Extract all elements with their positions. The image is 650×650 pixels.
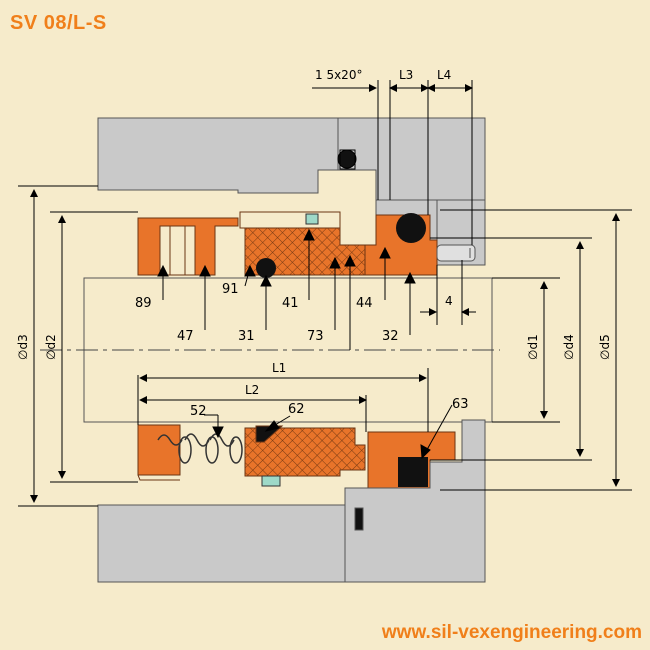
l4-label: L4 <box>437 68 451 82</box>
part-91-label: 91 <box>222 282 239 297</box>
part-52-label: 52 <box>190 404 207 419</box>
chamfer-label: 1 5x20° <box>315 68 362 82</box>
drawing-title: SV 08/L-S <box>10 12 107 34</box>
diameter-dimensions <box>18 185 632 507</box>
d5-label: ∅d5 <box>598 334 612 360</box>
d1-label: ∅d1 <box>526 334 540 360</box>
part-62-label: 62 <box>288 402 305 417</box>
lower-seal-assembly <box>137 424 456 489</box>
l2-label: L2 <box>245 383 259 397</box>
part-32-label: 32 <box>382 329 399 344</box>
upper-seal-assembly <box>137 211 438 276</box>
d3-label: ∅d3 <box>16 334 30 360</box>
part-47-label: 47 <box>177 329 194 344</box>
website-url: www.sil-vexengineering.com <box>381 622 642 643</box>
part-89-label: 89 <box>135 296 152 311</box>
face-o-ring <box>256 258 276 278</box>
d4-label: ∅d4 <box>562 334 576 360</box>
l1-label: L1 <box>272 361 286 375</box>
four-label: 4 <box>445 294 453 308</box>
seat-o-ring <box>396 213 426 243</box>
part-leaders <box>157 228 453 460</box>
anti-rotation-pin <box>436 244 476 262</box>
lower-housing <box>97 419 486 583</box>
l3-label: L3 <box>399 68 413 82</box>
part-73-label: 73 <box>307 329 324 344</box>
part-44-label: 44 <box>356 296 373 311</box>
axial-dimensions <box>137 80 476 432</box>
lower-o-ring-square <box>398 457 428 487</box>
part-41-label: 41 <box>282 296 299 311</box>
part-31-label: 31 <box>238 329 255 344</box>
part-63-label: 63 <box>452 397 469 412</box>
d2-label: ∅d2 <box>44 334 58 360</box>
gland-o-ring <box>337 149 357 169</box>
spring-coils <box>157 433 243 464</box>
